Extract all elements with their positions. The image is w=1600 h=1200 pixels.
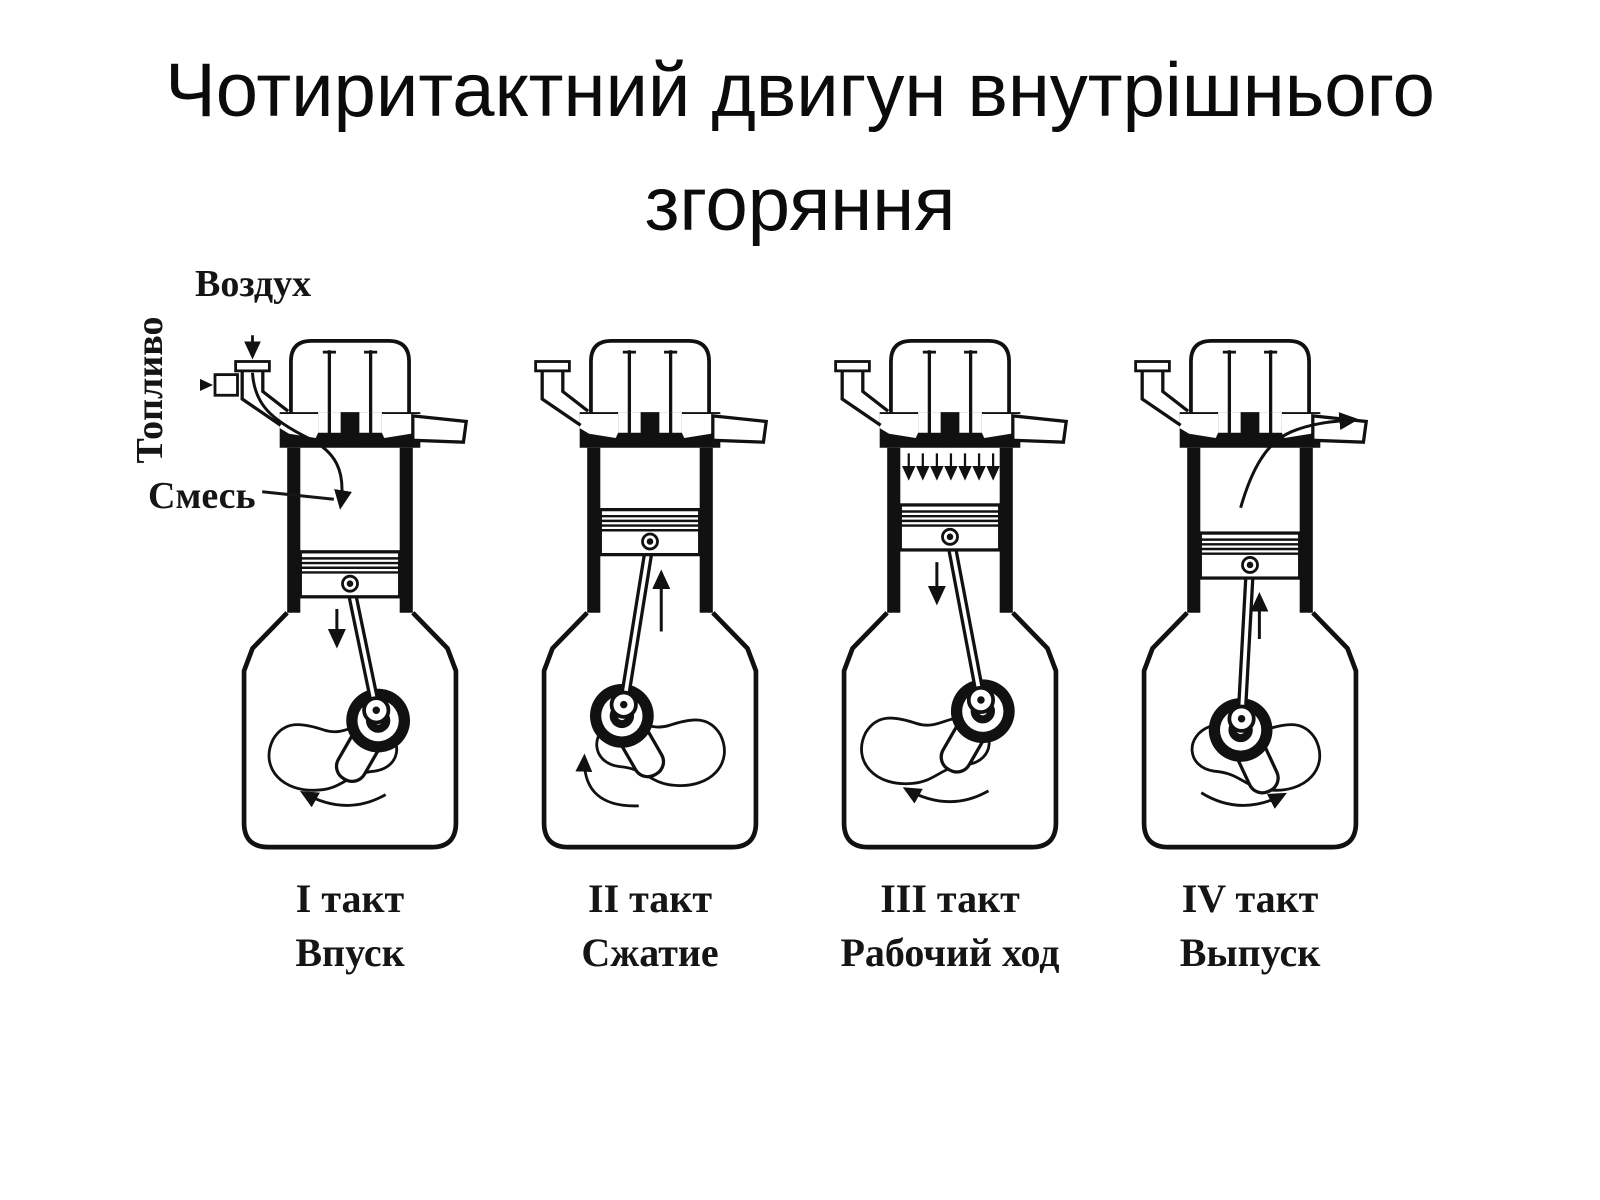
stroke-name: Сжатие [581,930,719,975]
engine-svg [834,339,1069,850]
engine-svg [534,339,769,850]
engine-diagram-compression [500,322,800,866]
label-mixture: Смесь [148,475,256,517]
engine-figure-intake: I такт Впуск [200,322,500,980]
engine-figure-power: III такт Рабочий ход [800,322,1100,980]
engine-svg [1134,339,1369,850]
caption-compression: II такт Сжатие [581,872,718,980]
label-air: Воздух [195,263,312,305]
diagram-stage: Воздух Топливо Смесь I такт Впуск II так… [0,262,1600,980]
four-stroke-diagram: I такт Впуск II такт Сжатие III такт Раб… [0,322,1600,980]
engine-figure-compression: II такт Сжатие [500,322,800,980]
caption-intake: I такт Впуск [295,872,404,980]
stroke-number: IV такт [1181,876,1319,921]
stroke-number: II такт [588,876,712,921]
label-fuel: Топливо [129,316,171,464]
engine-diagram-intake [200,322,500,866]
engine-diagram-power [800,322,1100,866]
engine-svg [200,335,469,850]
caption-exhaust: IV такт Выпуск [1180,872,1321,980]
slide-title: Чотиритактний двигун внутрішнього згорян… [165,48,1435,247]
stroke-number: I такт [295,876,405,921]
engine-figure-exhaust: IV такт Выпуск [1100,322,1400,980]
engine-diagram-exhaust [1100,322,1400,866]
stroke-number: III такт [880,876,1020,921]
stroke-name: Выпуск [1179,930,1321,975]
stroke-name: Впуск [295,930,405,975]
stroke-name: Рабочий ход [840,930,1060,975]
caption-power: III такт Рабочий ход [840,872,1059,980]
